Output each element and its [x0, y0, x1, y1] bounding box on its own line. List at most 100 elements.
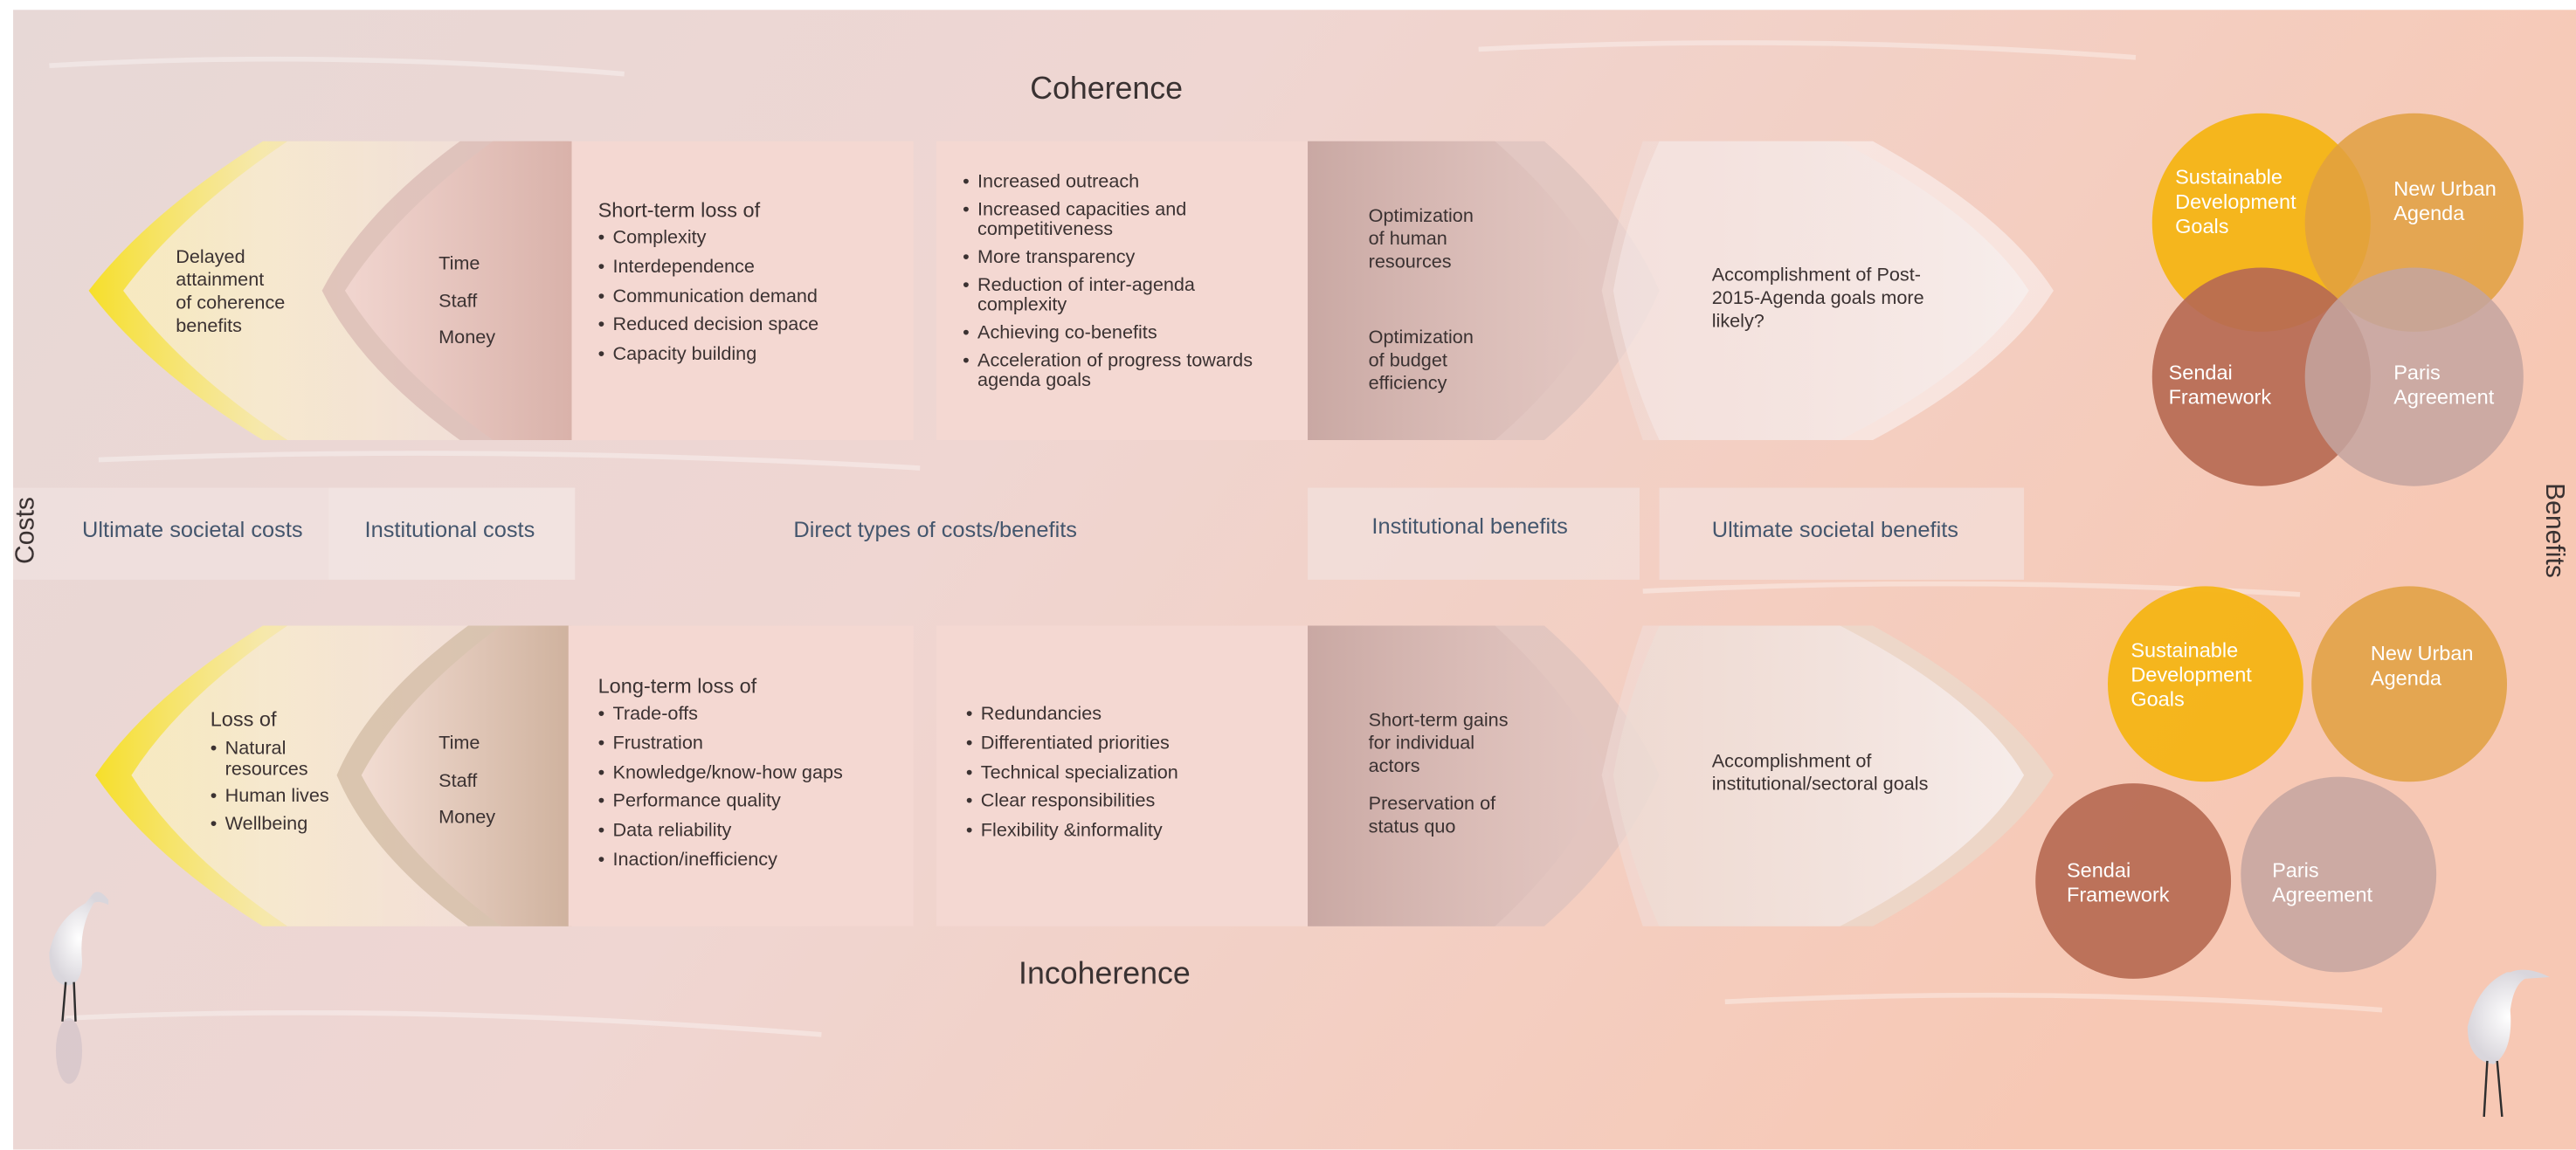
coherence-ultimate-benefits-text: Accomplishment of Post- 2015-Agenda goal…	[1712, 265, 1924, 334]
text-line: Wellbeing	[224, 815, 308, 835]
text-line: Sendai	[2168, 361, 2233, 385]
text-line: Staff	[439, 291, 478, 312]
list-item: Complexity	[598, 228, 819, 250]
text-line: Reduction of inter-agenda	[977, 275, 1195, 296]
incoherence-ultimate-benefits-arrow	[1601, 625, 2025, 926]
text-line: efficiency	[1368, 374, 1447, 395]
text-line: Sendai	[2066, 858, 2131, 882]
band-ultimate-costs: Ultimate societal costs	[82, 517, 303, 542]
text-line: Human lives	[224, 787, 329, 808]
text-line: Increased capacities and	[977, 200, 1187, 220]
text-line: of coherence	[176, 293, 286, 314]
text-line: complexity	[977, 296, 1067, 316]
list-item: Knowledge/know-how gaps	[598, 763, 843, 785]
sendai-label-top: Sendai Framework	[2169, 362, 2272, 410]
band-institutional-benefits: Institutional benefits	[1371, 513, 1568, 539]
coherence-direct-benefits-list: Increased outreach Increased capacities …	[963, 172, 1253, 399]
sendai-label-bottom: Sendai Framework	[2067, 859, 2170, 908]
paris-label-bottom: Paris Agreement	[2272, 859, 2372, 908]
nua-circle-bottom	[2311, 586, 2508, 782]
text-line: Short-term gains	[1368, 711, 1509, 731]
text-line: Optimization	[1368, 206, 1474, 227]
text-line: New Urban	[2370, 642, 2474, 665]
paris-circle-bottom	[2241, 776, 2437, 973]
incoherence-institutional-benefits-2: Preservation of status quo	[1369, 793, 1495, 839]
text-line: Money	[439, 328, 496, 348]
list-item: More transparency	[963, 248, 1253, 269]
text-line: Paris	[2393, 361, 2441, 385]
text-line: Development	[2131, 663, 2252, 687]
text-line: Optimization	[1368, 328, 1474, 348]
text-line: Time	[439, 254, 480, 275]
list-item: Inaction/inefficiency	[598, 850, 843, 872]
text-line: resources	[1368, 252, 1452, 273]
coherence-ultimate-benefits-arrow	[1601, 141, 2029, 441]
text-line: Achieving co-benefits	[977, 323, 1157, 344]
band-institutional-costs: Institutional costs	[364, 517, 535, 542]
text-line: likely?	[1711, 312, 1765, 332]
text-line: Sustainable	[2131, 638, 2239, 662]
egret-left-icon	[49, 892, 109, 1085]
list-item: Frustration	[598, 733, 843, 755]
text-line: More transparency	[977, 248, 1136, 268]
coherence-institutional-benefits-2: Optimization of budget efficiency	[1369, 327, 1474, 396]
nua-label-bottom: New Urban Agenda	[2371, 642, 2474, 691]
list-item: Flexibility &informality	[966, 822, 1178, 844]
coherence-institutional-costs-text: Time Staff Money	[439, 246, 495, 357]
coherence-ultimate-costs-text: Delayed attainment of coherence benefits	[176, 246, 285, 338]
text-line: New Urban	[2393, 177, 2497, 201]
list-item: Differentiated priorities	[966, 733, 1178, 755]
text-line: Money	[439, 808, 496, 828]
coherence-title: Coherence	[1030, 72, 1184, 107]
incoherence-institutional-benefits-1: Short-term gains for individual actors	[1369, 709, 1509, 778]
list-item: Increased outreach	[963, 172, 1253, 193]
incoherence-institutional-costs-text: Time Staff Money	[439, 726, 495, 837]
coherence-institutional-benefits-1: Optimization of human resources	[1369, 205, 1474, 274]
text-line: Increased outreach	[977, 172, 1140, 193]
text-line: resources	[224, 759, 308, 780]
text-line: Paris	[2272, 858, 2319, 882]
text-line: Development	[2175, 190, 2296, 214]
text-line: Acceleration of progress towards	[977, 351, 1253, 372]
text-line: benefits	[176, 316, 242, 337]
text-line: of budget	[1368, 351, 1447, 372]
text-line: Preservation of	[1368, 795, 1496, 815]
text-line: Sustainable	[2175, 165, 2282, 189]
text-line: Accomplishment of Post-	[1711, 265, 1921, 286]
text-line: Time	[439, 733, 480, 754]
text-line: Staff	[439, 771, 478, 791]
band-ultimate-benefits: Ultimate societal benefits	[1711, 517, 1958, 542]
costs-axis-label: Costs	[12, 497, 40, 564]
text-line: Agenda	[2393, 202, 2465, 225]
list-item: Interdependence	[598, 258, 819, 279]
nua-label-top: New Urban Agenda	[2393, 177, 2497, 226]
text-line: 2015-Agenda goals more	[1711, 289, 1924, 309]
sendai-circle-bottom	[2035, 783, 2232, 979]
list-item: Technical specialization	[966, 763, 1178, 785]
text-line: Framework	[2066, 883, 2170, 907]
incoherence-direct-costs-heading: Long-term loss of	[597, 674, 757, 699]
egret-right-icon	[2467, 969, 2550, 1118]
coherence-direct-costs-heading: Short-term loss of	[597, 198, 761, 222]
incoherence-title: Incoherence	[1019, 957, 1191, 992]
list-item: Achieving co-benefits	[963, 324, 1253, 345]
list-item: Capacity building	[598, 345, 819, 367]
band-direct: Direct types of costs/benefits	[793, 517, 1077, 542]
list-item: Redundancies	[966, 705, 1178, 726]
incoherence-direct-benefits-list: Redundancies Differentiated priorities T…	[966, 705, 1178, 850]
list-item: Reduced decision space	[598, 316, 819, 338]
text-line: Goals	[2131, 688, 2185, 712]
list-item: Communication demand	[598, 286, 819, 308]
text-line: competitiveness	[977, 220, 1114, 241]
list-item: Performance quality	[598, 792, 843, 814]
incoherence-direct-costs-list: Trade-offs Frustration Knowledge/know-ho…	[598, 705, 843, 880]
text-line: institutional/sectoral goals	[1711, 775, 1929, 795]
sdg-label-bottom: Sustainable Development Goals	[2131, 639, 2252, 713]
text-line: Natural	[224, 739, 287, 759]
list-item: Wellbeing	[211, 815, 329, 836]
